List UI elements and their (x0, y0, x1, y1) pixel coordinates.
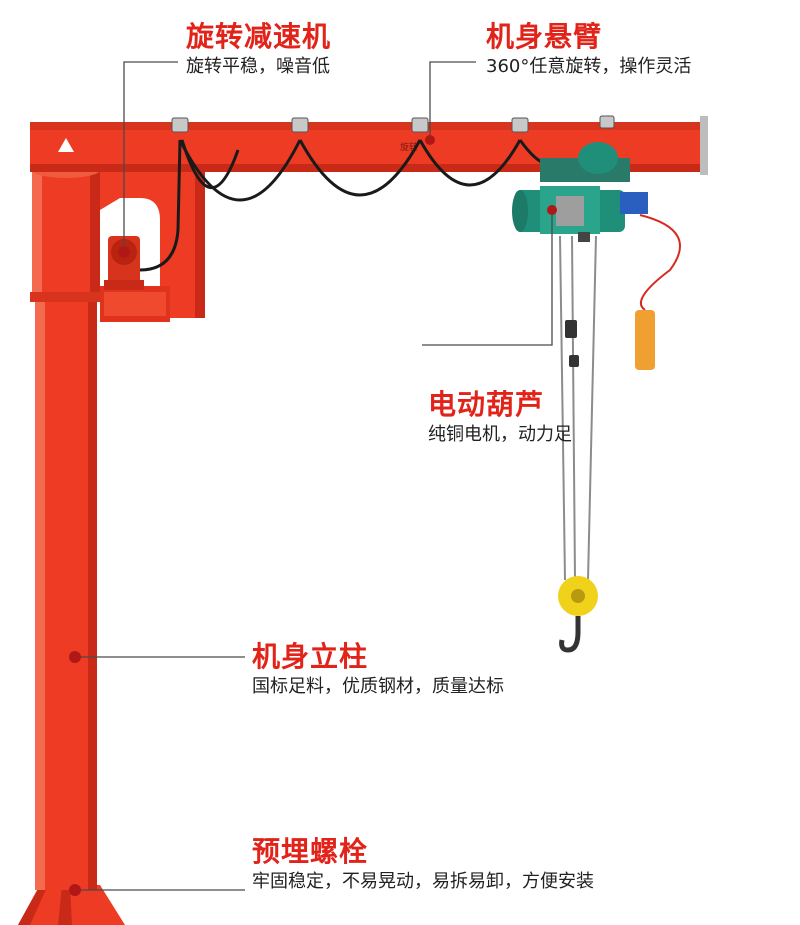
callout-desc: 360°任意旋转，操作灵活 (486, 56, 692, 77)
callout-title: 机身立柱 (252, 640, 369, 673)
callout-desc: 国标足料，优质钢材，质量达标 (252, 676, 504, 697)
pendant-controller (635, 214, 681, 370)
callout-title: 电动葫芦 (428, 388, 545, 421)
leader-dots (69, 135, 557, 896)
lifting-hook (558, 576, 598, 653)
callout-title: 预埋螺栓 (252, 835, 369, 868)
callout-electric-hoist: 电动葫芦 纯铜电机，动力足 (428, 388, 572, 448)
crane-column (30, 162, 102, 890)
callout-desc: 牢固稳定，不易晃动，易拆易卸，方便安装 (252, 871, 594, 892)
callout-title: 旋转减速机 (186, 20, 332, 53)
festoon-cable (139, 139, 562, 272)
electric-hoist (512, 142, 648, 242)
jib-arm-beam: 旋转 (30, 116, 708, 175)
hoist-ropes (559, 235, 597, 581)
callout-rotation-reducer: 旋转减速机 旋转平稳，噪音低 (186, 20, 331, 80)
callout-title: 机身悬臂 (486, 20, 603, 53)
callout-desc: 旋转平稳，噪音低 (186, 56, 330, 77)
callout-jib-arm: 机身悬臂 360°任意旋转，操作灵活 (486, 20, 691, 80)
callout-desc: 纯铜电机，动力足 (428, 424, 572, 445)
crane-base (18, 885, 125, 925)
leader-lines (75, 61, 553, 891)
cable-trolleys (171, 115, 615, 133)
rope-stoppers (565, 320, 579, 367)
callout-column: 机身立柱 国标足料，优质钢材，质量达标 (252, 640, 504, 700)
callout-anchor-bolts: 预埋螺栓 牢固稳定，不易晃动，易拆易卸，方便安装 (252, 835, 594, 895)
